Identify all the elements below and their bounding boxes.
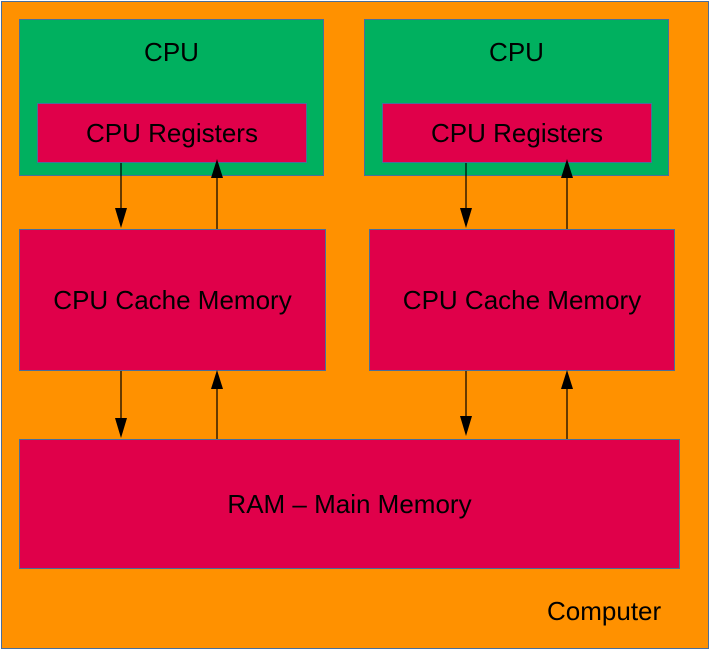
arrow-down-registers-to-cache-2 — [460, 163, 472, 228]
cache-label: CPU Cache Memory — [53, 284, 292, 315]
cache-label: CPU Cache Memory — [402, 284, 642, 315]
cache-box-1: CPU Cache Memory — [19, 229, 326, 371]
registers-label: CPU Registers — [431, 117, 603, 148]
ram-label: RAM – Main Memory — [227, 488, 472, 519]
cpu-label: CPU — [144, 37, 199, 67]
registers-box-1: CPU Registers — [37, 103, 307, 163]
ram-box: RAM – Main Memory — [19, 439, 680, 569]
arrow-down-cache-to-ram-1 — [115, 371, 127, 438]
registers-box-2: CPU Registers — [382, 103, 652, 163]
arrow-up-ram-to-cache-1 — [211, 370, 223, 439]
cpu-label: CPU — [489, 37, 544, 67]
arrow-down-cache-to-ram-2 — [460, 371, 472, 436]
arrow-up-ram-to-cache-2 — [561, 370, 573, 439]
cache-box-2: CPU Cache Memory — [369, 229, 675, 371]
arrow-up-cache-to-registers-1 — [211, 159, 223, 229]
computer-label: Computer — [547, 596, 662, 626]
registers-label: CPU Registers — [86, 117, 258, 148]
arrow-up-cache-to-registers-2 — [561, 159, 573, 229]
arrow-down-registers-to-cache-1 — [115, 163, 127, 228]
